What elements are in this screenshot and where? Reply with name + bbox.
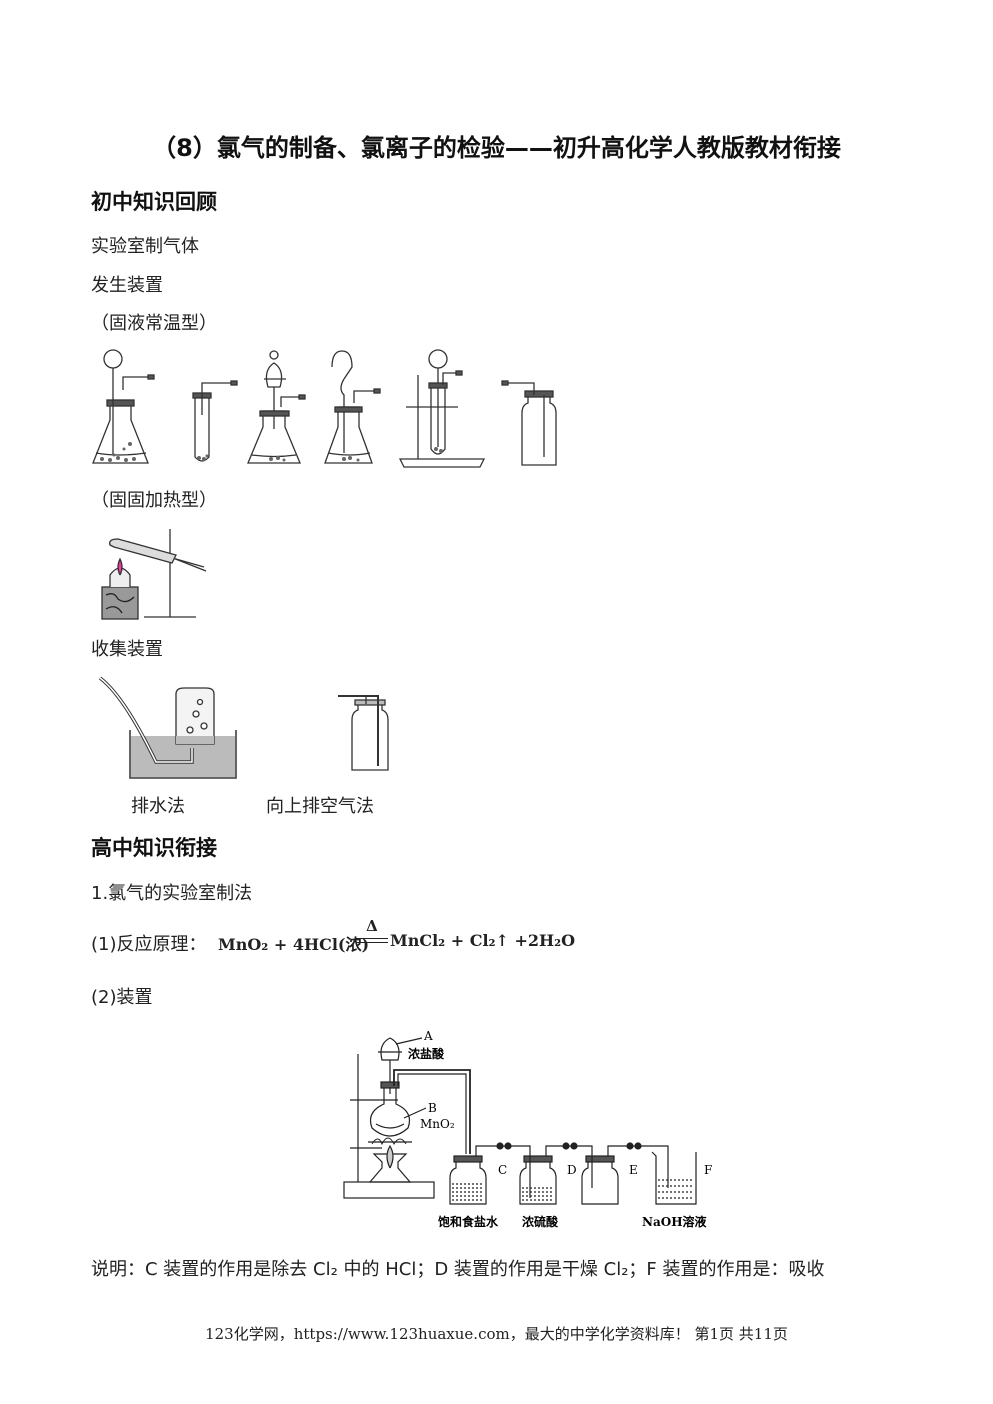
generator-apparatus-illustrations <box>92 349 557 468</box>
caption-water-displacement: 排水法 <box>131 796 185 817</box>
upward-air-displacement-bottle <box>338 695 389 771</box>
gas-bottle <box>501 380 557 466</box>
collection-apparatus-illustrations <box>98 676 389 779</box>
equation-condition: Δ <box>366 917 378 935</box>
text-explanation-note: 说明：C 装置的作用是除去 Cl₂ 中的 HCl；D 装置的作用是干燥 Cl₂；… <box>91 1259 825 1280</box>
flask-with-long-funnel <box>92 349 155 464</box>
label-concentrated-hcl: 浓盐酸 <box>408 1046 445 1061</box>
text-chlorine-lab-method: 1.氯气的实验室制法 <box>91 883 253 904</box>
equation-rhs: MnCl₂ + Cl₂↑ +2H₂O <box>390 931 576 950</box>
label-naoh-solution: NaOH溶液 <box>642 1214 707 1229</box>
label-e: E <box>629 1163 638 1177</box>
label-b: B <box>428 1101 437 1115</box>
text-lab-gas: 实验室制气体 <box>91 236 199 257</box>
text-device-label: (2)装置 <box>91 987 153 1008</box>
text-type-solid-liquid: （固液常温型） <box>91 313 217 334</box>
label-a: A <box>423 1029 433 1043</box>
page-title: （8）氯气的制备、氯离子的检验——初升高化学人教版教材衔接 <box>152 134 841 162</box>
flask-with-separatory-funnel <box>247 350 306 464</box>
page-footer: 123化学网，https://www.123huaxue.com，最大的中学化学… <box>205 1325 788 1343</box>
label-d: D <box>567 1163 577 1177</box>
heading-senior-bridge: 高中知识衔接 <box>91 836 217 860</box>
label-concentrated-h2so4: 浓硫酸 <box>522 1214 559 1229</box>
stand-with-test-tube-and-funnel <box>398 349 486 468</box>
caption-upward-air-displacement: 向上排空气法 <box>266 796 374 817</box>
equation-lhs: MnO₂ + 4HCl(浓) <box>218 935 370 954</box>
text-reaction-principle: (1)反应原理： <box>91 934 207 955</box>
equation-equals-sign <box>356 938 388 943</box>
flask-with-thistle-funnel <box>324 350 381 464</box>
text-collector: 收集装置 <box>91 639 163 660</box>
chlorine-apparatus-diagram: A 浓盐酸 B MnO₂ C D E F 饱和食盐水 浓硫酸 NaOH溶液 <box>343 1029 712 1229</box>
label-c: C <box>498 1163 507 1177</box>
test-tube-apparatus <box>192 380 238 462</box>
text-generator: 发生装置 <box>91 275 163 296</box>
water-displacement-apparatus <box>98 676 237 779</box>
heading-junior-review: 初中知识回顾 <box>91 190 217 214</box>
text-type-solid-solid-heating: （固固加热型） <box>91 490 217 511</box>
label-saturated-brine: 饱和食盐水 <box>438 1214 499 1229</box>
heating-apparatus-illustration <box>101 529 207 620</box>
label-mno2: MnO₂ <box>420 1117 455 1131</box>
label-f: F <box>704 1163 712 1177</box>
